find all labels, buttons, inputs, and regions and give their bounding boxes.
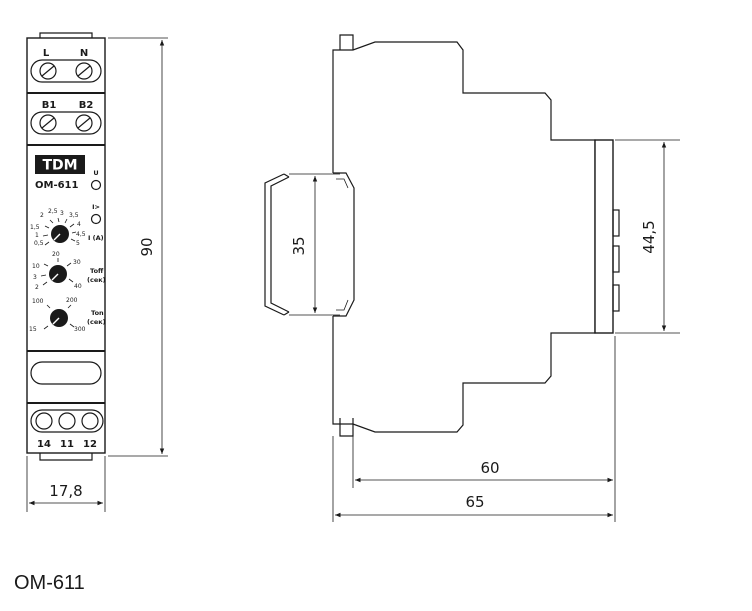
ton-tick-100: 100 <box>32 298 44 305</box>
dimension-rail-label: 35 <box>290 236 308 255</box>
toff-label: Toff <box>90 267 104 275</box>
current-tick-25: 2,5 <box>48 208 58 215</box>
ton-label: Ton <box>91 309 104 317</box>
side-view <box>264 34 620 437</box>
current-tick-2: 2 <box>40 212 44 219</box>
dimension-width: 17,8 <box>26 456 106 512</box>
current-tick-35: 3,5 <box>69 212 79 219</box>
label-window <box>30 361 102 385</box>
terminal-label-12: 12 <box>83 439 97 450</box>
terminal-label-n: N <box>80 48 88 59</box>
terminal-label-b1: B1 <box>42 100 57 111</box>
model-label: OM-611 <box>35 180 79 191</box>
dimension-depth-front-label: 60 <box>480 459 499 477</box>
dimension-depth: 60 65 <box>332 336 616 522</box>
brand-logo <box>35 155 85 174</box>
led-u-icon <box>90 179 102 191</box>
terminal-label-l: L <box>43 48 50 59</box>
ton-knob: 15 100 200 300 Ton (сек) <box>29 297 106 333</box>
led-overcurrent-icon <box>90 213 102 225</box>
led-label-u: U <box>93 169 98 177</box>
figure-caption: OM-611 <box>14 572 85 594</box>
dimension-front-height-label: 44,5 <box>640 220 658 253</box>
ton-tick-15: 15 <box>29 326 37 333</box>
terminal-label-b2: B2 <box>79 100 94 111</box>
current-unit-label: I (A) <box>88 234 104 242</box>
current-tick-5: 5 <box>76 240 80 247</box>
led-label-overcurrent: I> <box>92 203 100 211</box>
ton-unit: (сек) <box>87 318 106 326</box>
toff-tick-3: 3 <box>33 274 37 281</box>
toff-tick-40: 40 <box>74 283 82 290</box>
current-knob: 0,5 1 1,5 2 2,5 3 3,5 4 4,5 5 I (A) <box>30 208 104 247</box>
brand-logo-text: TDM <box>42 158 77 174</box>
current-tick-3: 3 <box>60 210 64 217</box>
toff-tick-10: 10 <box>32 263 40 270</box>
ton-tick-200: 200 <box>66 297 78 304</box>
dimension-height: 90 <box>108 37 168 457</box>
terminal-label-11: 11 <box>60 439 74 450</box>
terminal-label-14: 14 <box>37 439 51 450</box>
current-tick-05: 0,5 <box>34 240 44 247</box>
dimension-front-height: 44,5 <box>615 139 680 334</box>
front-view: L N B1 B2 TDM OM-611 U I> <box>26 32 106 461</box>
toff-knob: 2 3 10 20 30 40 Toff (сек) <box>32 251 106 291</box>
current-tick-45: 4,5 <box>76 231 86 238</box>
current-tick-4: 4 <box>77 221 81 228</box>
current-tick-1: 1 <box>35 232 39 239</box>
toff-unit: (сек) <box>87 276 106 284</box>
dimension-rail: 35 <box>289 173 340 316</box>
ton-tick-300: 300 <box>74 326 86 333</box>
toff-tick-30: 30 <box>73 259 81 266</box>
dimension-width-label: 17,8 <box>49 482 82 500</box>
dimension-depth-total-label: 65 <box>465 493 484 511</box>
toff-tick-2: 2 <box>35 284 39 291</box>
front-panel <box>594 139 614 334</box>
current-tick-15: 1,5 <box>30 224 40 231</box>
toff-tick-20: 20 <box>52 251 60 258</box>
dimension-height-label: 90 <box>138 237 156 256</box>
